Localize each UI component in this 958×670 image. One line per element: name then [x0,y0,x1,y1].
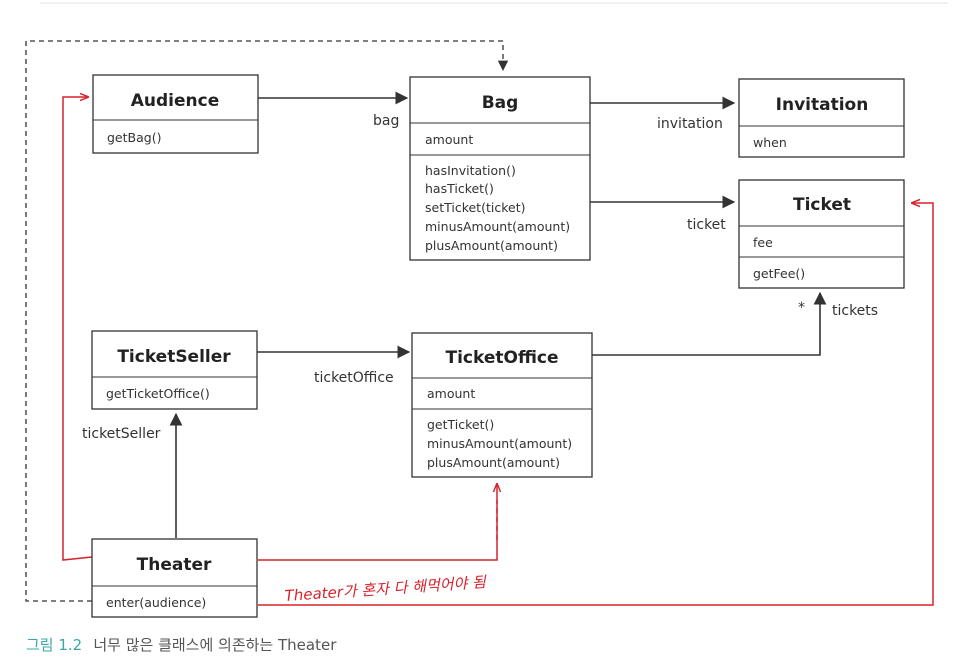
class-method: getTicket() [427,417,494,432]
class-name: Bag [482,93,519,113]
class-method: hasInvitation() [425,163,516,178]
class-name: TicketOffice [445,348,558,368]
class-method: plusAmount(amount) [425,238,558,253]
class-attribute: amount [425,132,473,147]
class-name: TicketSeller [117,347,231,367]
class-ticketoffice: TicketOffice amount getTicket() minusAmo… [411,332,593,478]
class-method: minusAmount(amount) [425,219,570,234]
class-name: Theater [137,555,212,575]
class-method: getFee() [753,266,805,281]
class-name: Audience [131,91,220,111]
class-ticket: Ticket fee getFee() [738,179,905,289]
ticketoffice-ticket-association [592,291,827,356]
caption-number: 그림 1.2 [26,636,82,654]
class-method: plusAmount(amount) [427,455,560,470]
class-ticketseller: TicketSeller getTicketOffice() [91,330,258,410]
class-attribute: fee [753,235,773,250]
class-name: Ticket [793,195,851,215]
role-ticket: ticket [687,217,726,233]
class-member: when [753,135,787,150]
class-method: hasTicket() [425,181,494,196]
caption-text: 너무 많은 클래스에 의존하는 Theater [93,636,337,654]
theater-audience-dependency [25,40,509,602]
class-member: enter(audience) [106,595,206,610]
class-method: setTicket(ticket) [425,200,525,215]
role-ticketoffice: ticketOffice [314,370,394,386]
role-tickets: tickets [832,303,878,319]
role-invitation: invitation [657,116,723,132]
class-invitation: Invitation when [738,78,905,158]
role-ticketseller: ticketSeller [82,426,161,442]
class-method: minusAmount(amount) [427,436,572,451]
figure-caption: 그림 1.2 너무 많은 클래스에 의존하는 Theater [26,635,337,654]
class-member: getTicketOffice() [106,386,210,401]
role-bag: bag [373,113,399,129]
role-multiplicity: * [798,300,805,316]
class-member: getBag() [107,130,161,145]
theater-ticket-red-dependency [258,203,934,606]
theater-ticketoffice-red-dependency [258,484,497,561]
class-bag: Bag amount hasInvitation() hasTicket() s… [409,76,591,261]
handwritten-annotation: Theater가 혼자 다 해먹어야 됨 [284,573,488,605]
class-theater: Theater enter(audience) [91,538,258,618]
class-audience: Audience getBag() [92,74,259,154]
class-attribute: amount [427,386,475,401]
theater-audience-red-dependency [62,97,93,561]
class-name: Invitation [776,95,869,115]
